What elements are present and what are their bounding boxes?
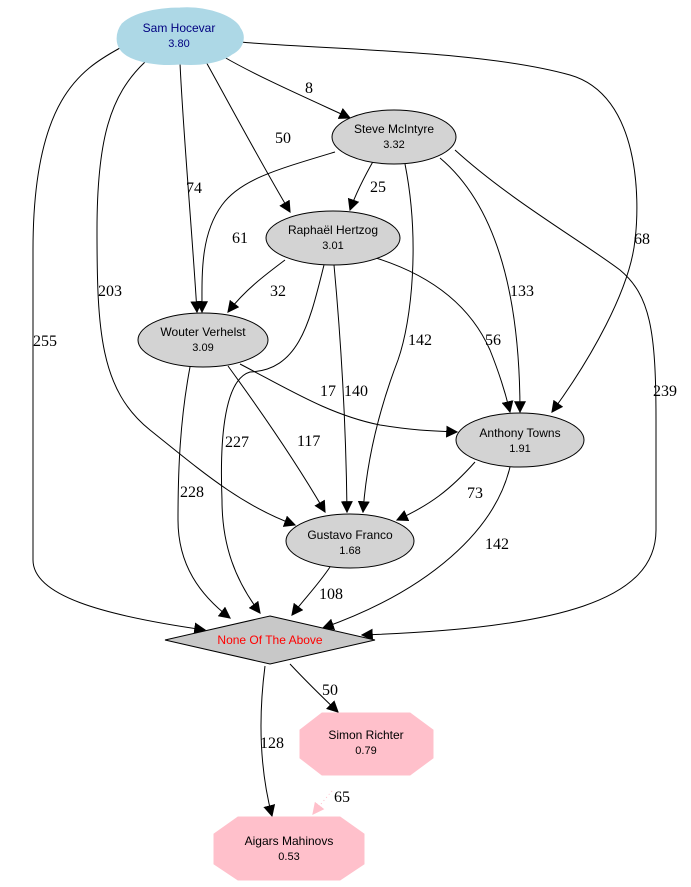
edge-wouter-gustavo [227,365,326,514]
node-name: Sam Hocevar [143,21,216,35]
edge-label: 32 [270,283,286,300]
edge-label: 8 [305,80,313,97]
edge-label: 74 [186,180,202,197]
edge-raphael-nota [220,264,325,614]
edge-steve-gustavo [357,163,414,514]
node-score: 0.79 [355,745,376,757]
node-gustavo-franco[interactable]: Gustavo Franco 1.68 [285,513,415,569]
node-aigars-mahinovs[interactable]: Aigars Mahinovs 0.53 [213,816,365,881]
edge-label: 56 [485,332,501,349]
node-name: Anthony Towns [479,426,560,440]
edge-label: 133 [510,283,534,300]
node-name: Steve McIntyre [354,122,434,136]
node-score: 3.80 [168,38,189,50]
edge-label: 228 [180,484,204,501]
node-score: 3.09 [192,342,213,354]
node-name: None Of The Above [217,633,323,647]
edge-label: 128 [260,735,284,752]
edge-nota-simon [289,663,339,713]
edge-label: 140 [344,383,368,400]
edge-steve-anthony [439,157,526,414]
edge-raphael-wouter [227,259,286,313]
edge-label: 117 [297,433,320,450]
edge-wouter-anthony [239,363,459,438]
node-score: 3.01 [322,240,343,252]
edge-label: 142 [485,536,509,553]
node-simon-richter[interactable]: Simon Richter 0.79 [299,712,434,776]
node-anthony-towns[interactable]: Anthony Towns 1.91 [455,412,585,468]
edge-sam-steve [223,56,352,119]
edge-label: 25 [370,179,386,196]
edge-label: 68 [634,231,650,248]
nodes-layer: Sam Hocevar 3.80 Steve McIntyre 3.32 Rap… [116,7,585,881]
edge-label: 65 [334,789,350,806]
node-name: Simon Richter [328,728,403,742]
edge-label: 73 [467,485,483,502]
edge-sam-nota [32,47,207,635]
edge-raphael-anthony [375,257,514,414]
edge-label: 227 [225,434,249,451]
edge-label: 239 [653,383,677,400]
edge-label: 61 [232,230,248,247]
node-name: Raphaël Hertzog [288,223,378,237]
edge-raphael-gustavo [333,264,353,514]
node-score: 0.53 [278,851,299,863]
node-score: 3.32 [383,139,404,151]
edge-sam-raphael [204,59,291,214]
node-score: 1.91 [509,443,530,455]
node-none-of-the-above[interactable]: None Of The Above [164,615,376,665]
edge-nota-aigars [260,665,276,818]
edge-wouter-nota [177,366,231,619]
node-name: Gustavo Franco [307,528,393,542]
edge-steve-wouter [195,151,336,314]
edge-simon-aigars [312,790,333,815]
edge-sam-anthony [239,41,638,413]
node-wouter-verhelst[interactable]: Wouter Verhelst 3.09 [137,312,269,368]
edge-label: 50 [275,130,291,147]
node-score: 1.68 [339,545,360,557]
edge-label: 203 [98,283,122,300]
node-steve-mcintyre[interactable]: Steve McIntyre 3.32 [331,109,457,165]
edge-sam-wouter [179,62,203,314]
edge-anthony-nota [321,466,511,631]
edges-layer: 8 50 74 203 255 68 25 61 142 133 239 [32,41,677,818]
node-name: Aigars Mahinovs [245,834,334,848]
edge-anthony-gustavo [395,461,476,521]
edge-gustavo-nota [291,566,331,616]
node-raphael-hertzog[interactable]: Raphaël Hertzog 3.01 [265,210,401,266]
edge-sam-gustavo [96,61,297,527]
node-name: Wouter Verhelst [160,325,246,339]
edge-label: 108 [319,586,343,603]
edge-label: 142 [408,332,432,349]
edge-label: 17 [320,383,336,400]
edge-steve-nota [360,149,657,641]
edge-label: 50 [322,682,338,699]
edge-label: 255 [33,333,57,350]
node-sam-hocevar[interactable]: Sam Hocevar 3.80 [116,7,244,65]
